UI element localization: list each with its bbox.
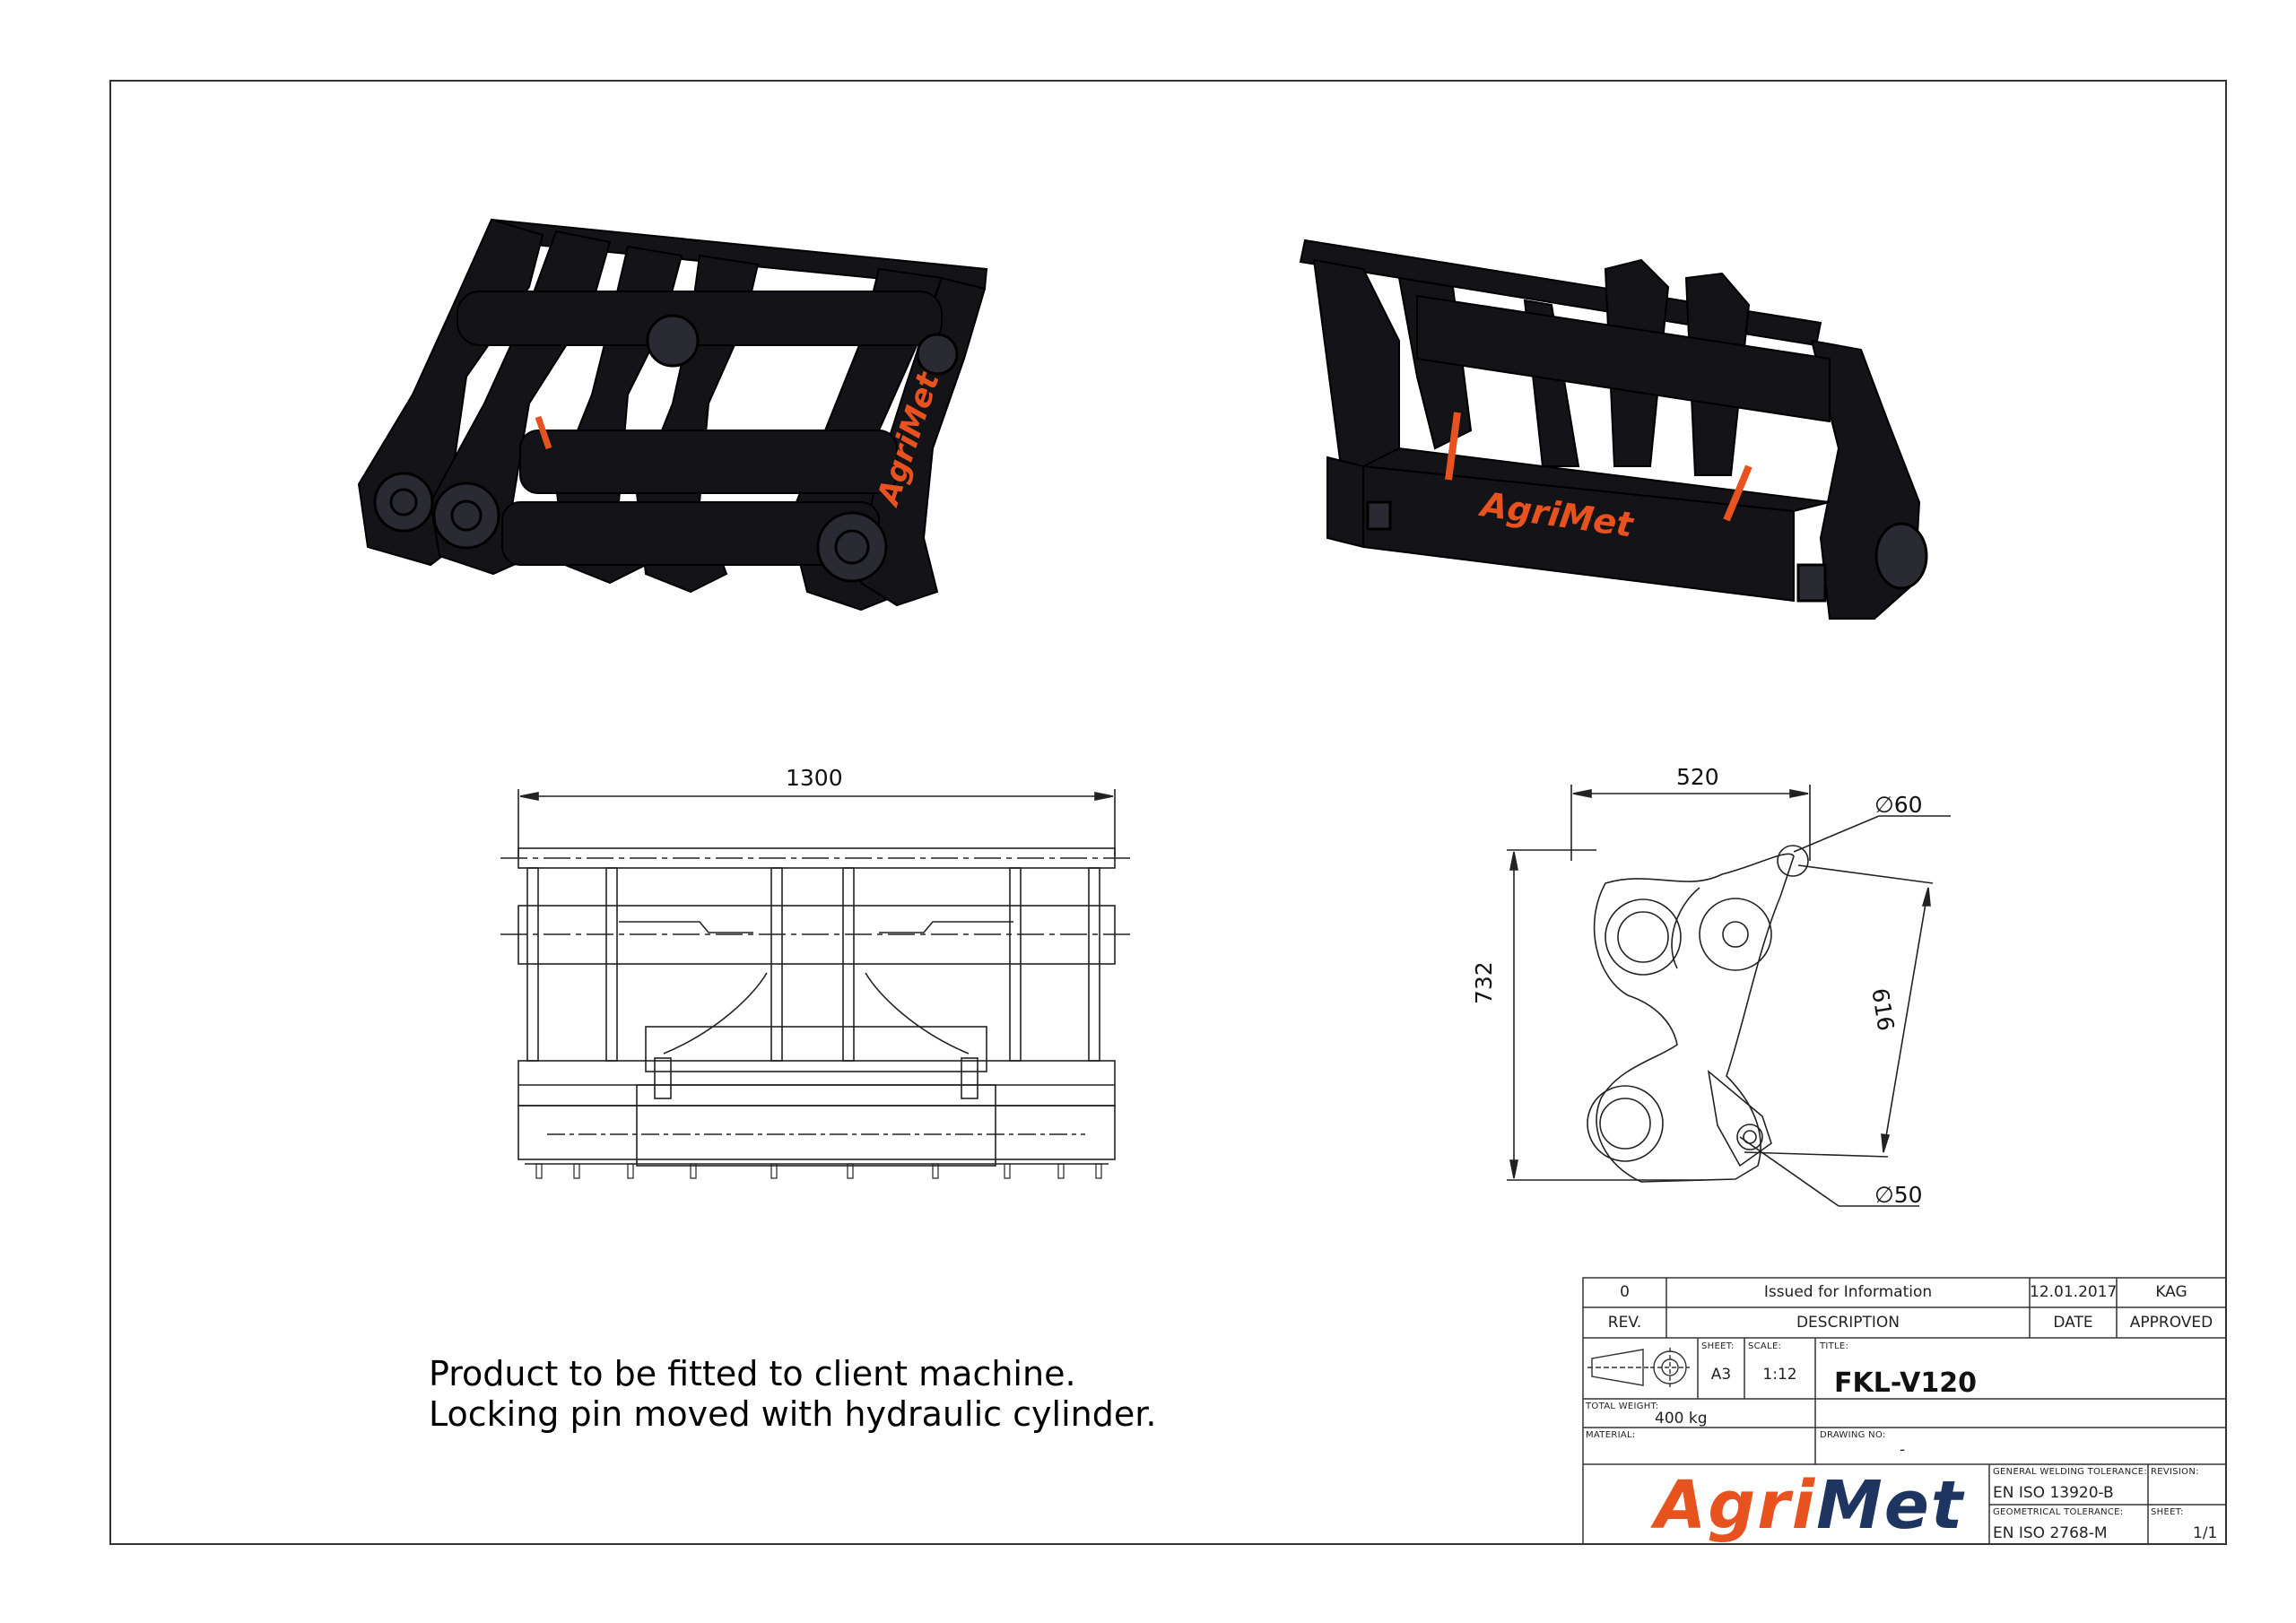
description-label: DESCRIPTION bbox=[1796, 1314, 1900, 1332]
rev-date: 12.01.2017 bbox=[2030, 1283, 2118, 1301]
dim-side-width: 520 bbox=[1676, 764, 1719, 790]
total-weight: 400 kg bbox=[1655, 1410, 1708, 1428]
material-label: MATERIAL: bbox=[1586, 1430, 1636, 1440]
scale-value: 1:12 bbox=[1762, 1366, 1797, 1384]
drawing-no: - bbox=[1900, 1441, 1906, 1459]
rev-approved: KAG bbox=[2155, 1283, 2187, 1301]
sheet-no-label: SHEET: bbox=[2151, 1507, 2184, 1517]
rev-value: 0 bbox=[1620, 1283, 1630, 1301]
top-pin-value: 60 bbox=[1893, 792, 1923, 818]
dim-top-pin: ∅60 bbox=[1874, 792, 1923, 818]
drawing-title: FKL-V120 bbox=[1834, 1367, 1977, 1399]
welding-tol-label: GENERAL WELDING TOLERANCE: bbox=[1993, 1467, 2148, 1477]
welding-tol: EN ISO 13920-B bbox=[1993, 1484, 2114, 1502]
diameter-symbol: ∅ bbox=[1874, 792, 1894, 818]
logo-part-met: Met bbox=[1816, 1467, 1965, 1544]
approved-label: APPROVED bbox=[2129, 1314, 2213, 1332]
title-label: TITLE: bbox=[1820, 1341, 1849, 1351]
sheet-size: A3 bbox=[1710, 1366, 1732, 1384]
date-label: DATE bbox=[2053, 1314, 2093, 1332]
sheet-size-label: SHEET: bbox=[1701, 1341, 1735, 1351]
geom-tol-label: GEOMETRICAL TOLERANCE: bbox=[1993, 1507, 2124, 1517]
diameter-symbol-2: ∅ bbox=[1874, 1182, 1894, 1208]
logo-part-agri: Agri bbox=[1655, 1467, 1817, 1544]
total-weight-label: TOTAL WEIGHT: bbox=[1586, 1402, 1659, 1411]
revision-label: REVISION: bbox=[2151, 1467, 2199, 1477]
note-line-2: Locking pin moved with hydraulic cylinde… bbox=[429, 1394, 1157, 1434]
drawing-no-label: DRAWING NO: bbox=[1820, 1430, 1886, 1440]
dim-bottom-pin: ∅50 bbox=[1874, 1182, 1923, 1208]
bottom-pin-value: 50 bbox=[1893, 1182, 1923, 1208]
projection-symbol-icon bbox=[1587, 1348, 1690, 1387]
rev-label: REV. bbox=[1607, 1314, 1642, 1332]
dim-front-width: 1300 bbox=[786, 765, 843, 791]
company-logo: AgriMet bbox=[1655, 1467, 1964, 1544]
sheet-no: 1/1 bbox=[2193, 1524, 2218, 1542]
rev-description: Issued for Information bbox=[1763, 1283, 1933, 1301]
note-line-1: Product to be fitted to client machine. bbox=[429, 1354, 1076, 1393]
geom-tol: EN ISO 2768-M bbox=[1993, 1524, 2108, 1542]
scale-label: SCALE: bbox=[1748, 1341, 1782, 1351]
